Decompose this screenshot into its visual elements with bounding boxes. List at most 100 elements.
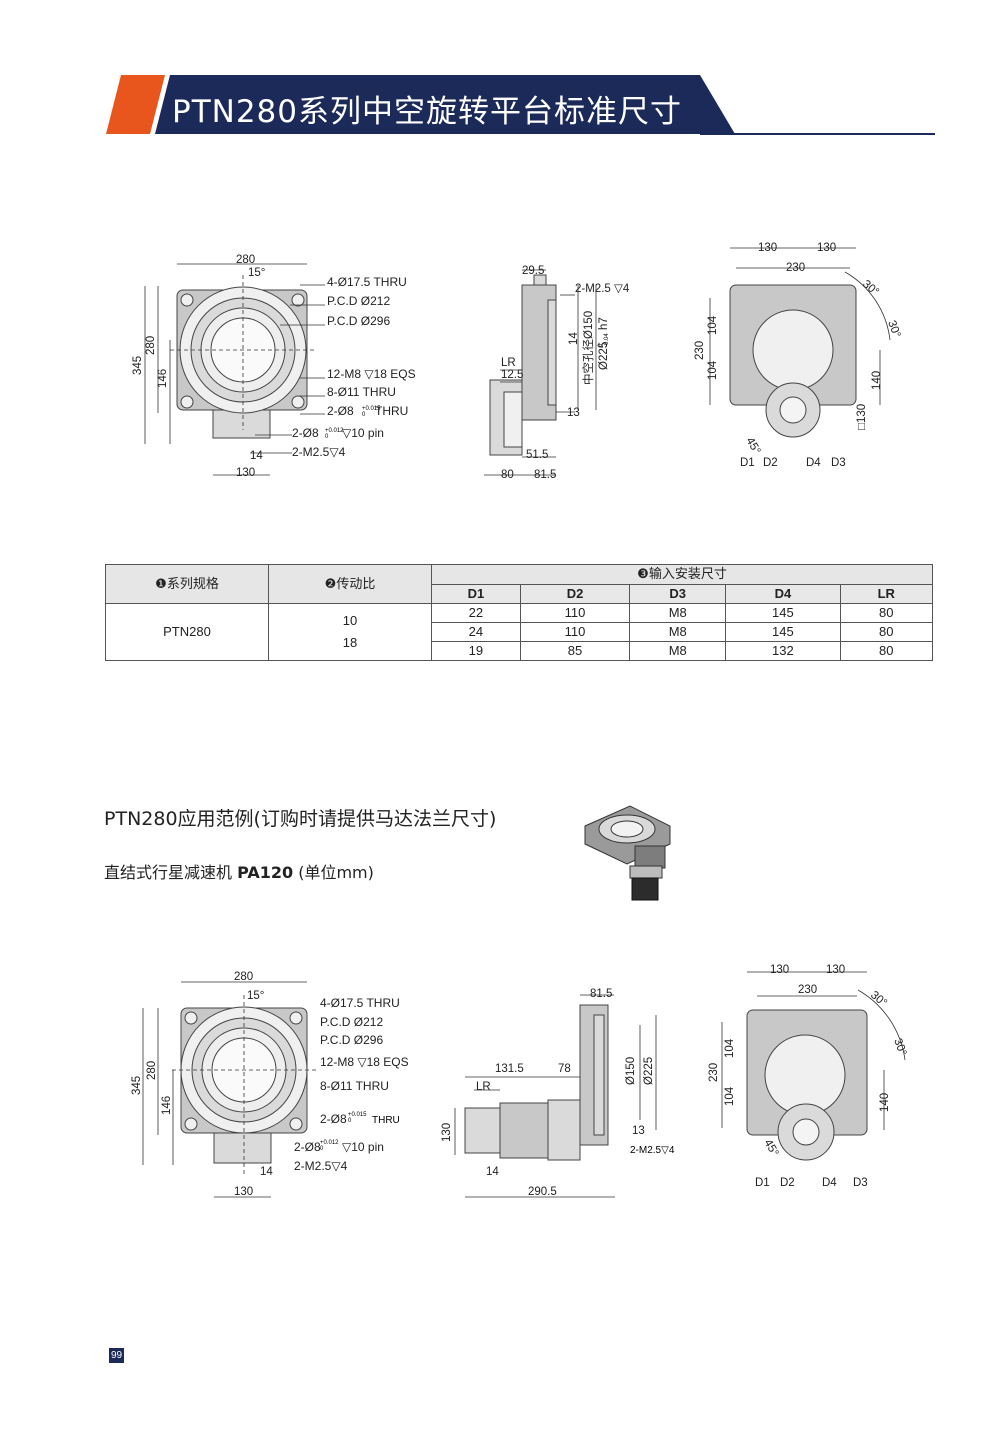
dim-290-5: 290.5 bbox=[528, 1186, 557, 1198]
dim-14-side: 14 bbox=[568, 332, 580, 345]
tol-225-top: 0 bbox=[598, 343, 604, 347]
table-row: 24 110 M8 145 80 bbox=[106, 622, 934, 642]
label-d2-b: D2 bbox=[780, 1177, 795, 1189]
callout-pin-depth: ▽10 pin bbox=[342, 426, 384, 440]
cell: 132 bbox=[725, 641, 841, 661]
spec-table: ❶系列规格 ❷传动比 ❸输入安装尺寸 D1 D2 D3 D4 LR PTN280… bbox=[105, 564, 934, 661]
dim-13-b: 13 bbox=[632, 1125, 645, 1137]
cell: M8 bbox=[629, 603, 727, 623]
tol-bottom-b: 0 bbox=[348, 1118, 352, 1124]
dim-104a: 104 bbox=[707, 315, 719, 335]
th-d3: D3 bbox=[629, 583, 727, 604]
dim-345-b: 345 bbox=[131, 1076, 143, 1095]
subtitle-model: PA120 bbox=[237, 863, 294, 882]
label-d4: D4 bbox=[806, 457, 821, 469]
th-input: ❸输入安装尺寸 bbox=[431, 564, 933, 585]
dim-130: 130 bbox=[236, 467, 255, 479]
dim-angle-b: 15° bbox=[247, 990, 264, 1002]
banner-bar bbox=[155, 75, 735, 134]
table-row: 19 85 M8 132 80 bbox=[106, 641, 934, 661]
cell: M8 bbox=[629, 622, 727, 642]
callout-pin-b: 2-Ø8 bbox=[294, 1140, 321, 1154]
th-d4: D4 bbox=[725, 583, 841, 604]
dim-140-b: 140 bbox=[879, 1093, 891, 1112]
callout-pcd212-b: P.C.D Ø212 bbox=[320, 1015, 383, 1029]
header-banner: PTN280系列中空旋转平台标准尺寸 bbox=[0, 0, 1000, 150]
dim-150-b: Ø150 bbox=[625, 1057, 637, 1085]
cell: 22 bbox=[431, 603, 521, 623]
callout-m8-b: 12-M8 ▽18 EQS bbox=[320, 1055, 409, 1069]
dim-81-5: 81.5 bbox=[534, 469, 556, 481]
tol-pin-bottom-b: 0 bbox=[320, 1146, 324, 1152]
table-row: PTN280 10 18 22 110 M8 145 80 bbox=[105, 603, 934, 661]
dim-13: 13 bbox=[567, 407, 580, 419]
label-d2: D2 bbox=[763, 457, 778, 469]
cell: 145 bbox=[725, 622, 841, 642]
dim-140: 140 bbox=[871, 371, 883, 390]
th-d2: D2 bbox=[519, 583, 631, 604]
dim-130-b2: 130 bbox=[234, 1186, 253, 1198]
cell: 24 bbox=[431, 622, 521, 642]
dim-14: 14 bbox=[250, 450, 263, 462]
label-d1-b: D1 bbox=[755, 1177, 770, 1189]
dim-146: 146 bbox=[157, 369, 169, 388]
application-title: PTN280应用范例(订购时请提供马达法兰尺寸) bbox=[104, 808, 497, 830]
rear-view-bottom: 130 130 230 30° 30° 104 230 104 140 45° … bbox=[708, 964, 908, 1189]
callout-thru: 4-Ø17.5 THRU bbox=[327, 275, 407, 289]
dim-30a-b: 30° bbox=[868, 989, 889, 1009]
dim-angle: 15° bbox=[248, 267, 265, 279]
dim-30b: 30° bbox=[885, 319, 902, 339]
dim-29-5: 29.5 bbox=[522, 265, 544, 277]
callout-thru2-b: THRU bbox=[372, 1115, 400, 1126]
banner-accent bbox=[106, 75, 165, 134]
cell: M8 bbox=[629, 641, 727, 661]
dim-m25-b: 2-M2.5▽4 bbox=[630, 1145, 675, 1156]
cell: 19 bbox=[431, 641, 521, 661]
dim-45: 45° bbox=[743, 436, 762, 457]
dim-130-c: 130 bbox=[770, 964, 789, 976]
callout-thru-b: 4-Ø17.5 THRU bbox=[320, 996, 400, 1010]
rear-view-top: 130 130 230 30° 30° 104 230 104 140 □130… bbox=[694, 242, 902, 469]
tol-225-bottom: -0.04 bbox=[604, 333, 610, 347]
cell-ratio-18: 18 bbox=[342, 635, 358, 650]
callout-pcd212: P.C.D Ø212 bbox=[327, 294, 390, 308]
tol-top-b: +0.015 bbox=[348, 1112, 367, 1118]
callout-2-8-b: 2-Ø8 bbox=[320, 1112, 347, 1126]
dim-345: 345 bbox=[132, 356, 144, 375]
dim-146-b: 146 bbox=[161, 1096, 173, 1115]
application-subtitle: 直结式行星减速机 PA120 (单位mm) bbox=[104, 859, 374, 883]
dim-m25: 2-M2.5 ▽4 bbox=[575, 283, 630, 295]
th-d1: D1 bbox=[431, 583, 521, 604]
dim-104b: 104 bbox=[707, 360, 719, 380]
page-number: 99 bbox=[109, 1348, 124, 1363]
dim-81-5-b: 81.5 bbox=[590, 988, 612, 1000]
cell: 80 bbox=[839, 641, 934, 661]
callout-thru2: THRU bbox=[375, 404, 408, 418]
callout-m25: 2-M2.5▽4 bbox=[292, 445, 346, 459]
side-view-bottom: 81.5 131.5 78 LR Ø150 Ø225 130 14 13 2-M… bbox=[441, 988, 675, 1198]
dim-130-d: 130 bbox=[826, 964, 845, 976]
cell: 145 bbox=[725, 603, 841, 623]
side-view-top: 29.5 2-M2.5 ▽4 LR 12.5 14 中空孔径Ø150 Ø225 … bbox=[484, 265, 630, 481]
label-d3-b: D3 bbox=[853, 1177, 868, 1189]
label-d4-b: D4 bbox=[822, 1177, 837, 1189]
cell: 85 bbox=[519, 641, 631, 661]
callout-8-11: 8-Ø11 THRU bbox=[327, 385, 396, 399]
callout-pcd296: P.C.D Ø296 bbox=[327, 314, 390, 328]
label-d1: D1 bbox=[740, 457, 755, 469]
front-tab bbox=[212, 409, 271, 439]
dim-131-5: 131.5 bbox=[495, 1063, 524, 1075]
dim-14-b: 14 bbox=[260, 1166, 273, 1178]
cell: 80 bbox=[839, 603, 934, 623]
dim-h7: h7 bbox=[598, 317, 610, 330]
motor-adapter bbox=[464, 1107, 501, 1154]
th-lr: LR bbox=[839, 583, 934, 604]
banner-shape bbox=[106, 75, 935, 135]
tol-pin-top-b: +0.012 bbox=[320, 1140, 339, 1146]
cell-ratios: 10 18 bbox=[268, 603, 432, 661]
dim-45-b: 45° bbox=[761, 1138, 780, 1159]
subtitle-suffix: (单位mm) bbox=[293, 863, 374, 882]
cell: 80 bbox=[839, 622, 934, 642]
dim-225-b: Ø225 bbox=[643, 1057, 655, 1085]
callout-2-8: 2-Ø8 bbox=[327, 404, 354, 418]
